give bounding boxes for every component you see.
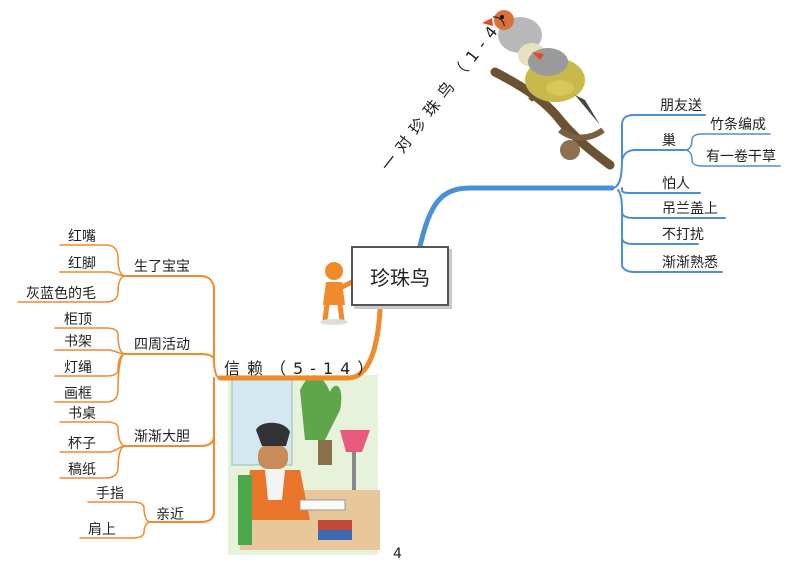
bottom-branch-lines [17,244,383,539]
node-grey-blue-feathers[interactable]: 灰蓝色的毛 [26,286,96,302]
node-not-disturb[interactable]: 不打扰 [662,227,704,243]
node-cup[interactable]: 杯子 [68,436,96,452]
node-red-beak[interactable]: 红嘴 [68,229,96,245]
group-had-babies[interactable]: 生了宝宝 [134,259,190,275]
node-dry-grass[interactable]: 有一卷干草 [706,149,776,165]
node-gradually-familiar[interactable]: 渐渐熟悉 [662,255,718,271]
node-manuscript-paper[interactable]: 稿纸 [68,462,96,478]
bottom-branch-label[interactable]: 信赖（5-14） [224,359,381,378]
node-covered-by-spider-plant[interactable]: 吊兰盖上 [662,201,718,217]
center-node[interactable]: 珍珠鸟 [351,246,449,306]
presenter-figure-icon [320,262,359,325]
node-bookshelf[interactable]: 书架 [64,334,92,350]
node-cabinet-top[interactable]: 柜顶 [64,312,92,328]
group-close-to[interactable]: 亲近 [156,507,184,523]
node-friend-gift[interactable]: 朋友送 [660,98,702,114]
page-number: 4 [393,546,402,562]
node-nest[interactable]: 巢 [662,133,676,149]
node-finger[interactable]: 手指 [96,486,124,502]
top-branch-lines [417,114,781,273]
group-getting-bolder[interactable]: 渐渐大胆 [134,429,190,445]
node-desk[interactable]: 书桌 [68,406,96,422]
node-red-feet[interactable]: 红脚 [68,256,96,272]
node-afraid-of-people[interactable]: 怕人 [662,176,690,192]
writer-at-desk-illustration [228,375,380,555]
center-node-label: 珍珠鸟 [370,265,430,290]
node-picture-frame[interactable]: 画框 [64,386,92,402]
bird-illustration [482,10,615,170]
node-bamboo-woven[interactable]: 竹条编成 [710,117,766,133]
group-move-around[interactable]: 四周活动 [134,337,190,353]
node-shoulder[interactable]: 肩上 [88,522,116,538]
node-lamp-cord[interactable]: 灯绳 [64,360,92,376]
